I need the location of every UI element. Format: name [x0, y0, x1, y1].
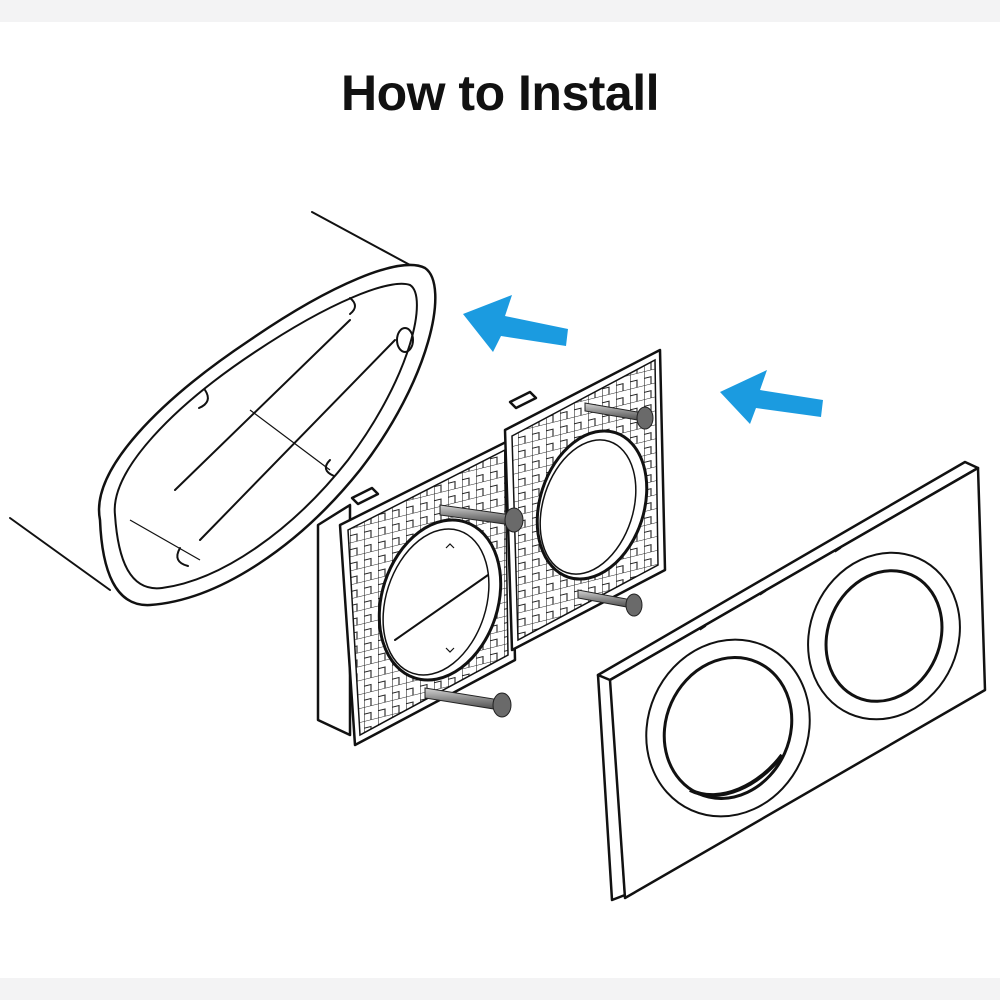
arrow-left-icon [463, 295, 568, 352]
screw [424, 687, 512, 718]
page-title: How to Install [341, 65, 660, 121]
top-edge-band [0, 0, 1000, 22]
screw [584, 402, 654, 430]
cover-frame [596, 460, 987, 902]
screw [577, 589, 643, 617]
bottom-edge-band [0, 978, 1000, 1000]
wall-box [9, 211, 437, 607]
switch-module-right [503, 348, 667, 652]
screw [439, 504, 524, 533]
arrow-left-icon [720, 370, 823, 424]
